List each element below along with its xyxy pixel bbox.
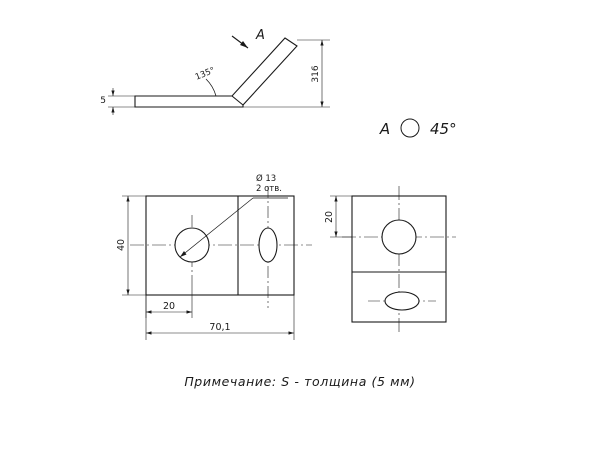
right-view-height-value: 20 (324, 211, 335, 223)
drawing-note: Примечание: S - толщина (5 мм) (184, 374, 416, 389)
thickness-dimension-value: 5 (100, 96, 106, 106)
section-letter-a: A (379, 120, 390, 138)
right-view-hole-upper (381, 219, 417, 255)
bracket-profile-outline (134, 37, 298, 108)
hole-right (258, 227, 278, 263)
section-symbol-circle (400, 118, 420, 138)
angle-dimension-value: 135° (194, 66, 217, 83)
hole-offset-value: 20 (163, 301, 175, 312)
section-angle-value: 45° (430, 120, 457, 138)
hole-note-leader (179, 197, 288, 258)
height-dimension-316: 316 (243, 39, 330, 108)
right-side-view: 20 (324, 186, 456, 332)
thickness-dimension: 5 (100, 88, 135, 115)
height-dimension-value: 316 (311, 65, 321, 82)
right-view-height-dimension: 20 (324, 195, 352, 238)
plate-height-dimension: 40 (116, 195, 146, 296)
hole-diameter-note: Ø 13 (256, 173, 276, 184)
hole-count-note: 2 отв. (256, 184, 282, 194)
bend-inner-line (231, 95, 244, 106)
side-elevation-view: 135° A 5 (100, 28, 330, 115)
plate-width-value: 70,1 (209, 322, 230, 333)
section-letter-a-top: A (255, 28, 265, 43)
section-angle-label: A 45° (379, 118, 457, 138)
plate-width-dimension: 70,1 (145, 295, 295, 340)
front-plan-view: Ø 13 2 отв. 40 20 (116, 173, 312, 340)
angle-arc (205, 78, 217, 97)
plate-height-value: 40 (116, 239, 127, 251)
section-arrow-a (231, 35, 249, 49)
right-view-hole-lower (384, 291, 420, 311)
